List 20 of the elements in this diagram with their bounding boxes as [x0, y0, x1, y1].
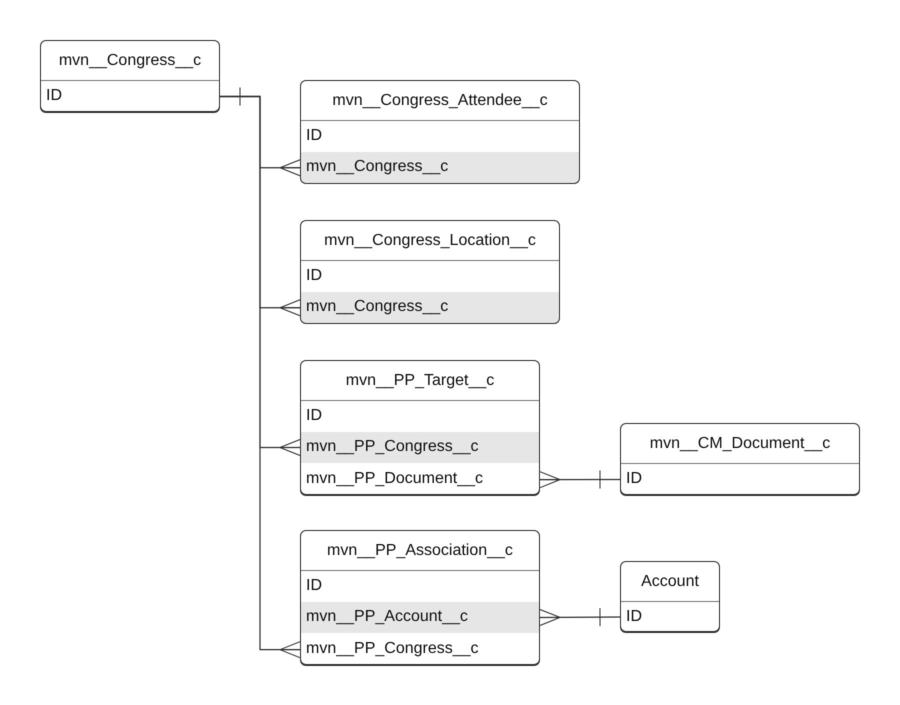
relationship-line	[539, 608, 620, 627]
entity-table	[40, 40, 220, 112]
table-name: Account	[621, 562, 719, 602]
table-field: mvn__Congress__c	[300, 152, 580, 184]
table-name: mvn__PP_Association__c	[301, 531, 539, 571]
entity-table	[300, 360, 540, 495]
table-name: mvn__Congress__c	[41, 41, 219, 81]
table-field: mvn__Congress__c	[300, 292, 560, 324]
entity-table	[300, 80, 580, 183]
entity-table	[620, 423, 860, 495]
table-field: mvn__PP_Account__c	[300, 602, 540, 634]
table-name: mvn__CM_Document__c	[621, 424, 859, 464]
table-name: mvn__Congress_Location__c	[301, 221, 559, 261]
entity-table	[300, 530, 540, 665]
relationship-line	[539, 470, 620, 490]
table-name: mvn__Congress_Attendee__c	[301, 81, 579, 121]
table-field: mvn__PP_Congress__c	[300, 432, 540, 464]
table-name: mvn__PP_Target__c	[301, 361, 539, 401]
entity-table	[300, 220, 560, 323]
entity-table	[620, 561, 720, 632]
